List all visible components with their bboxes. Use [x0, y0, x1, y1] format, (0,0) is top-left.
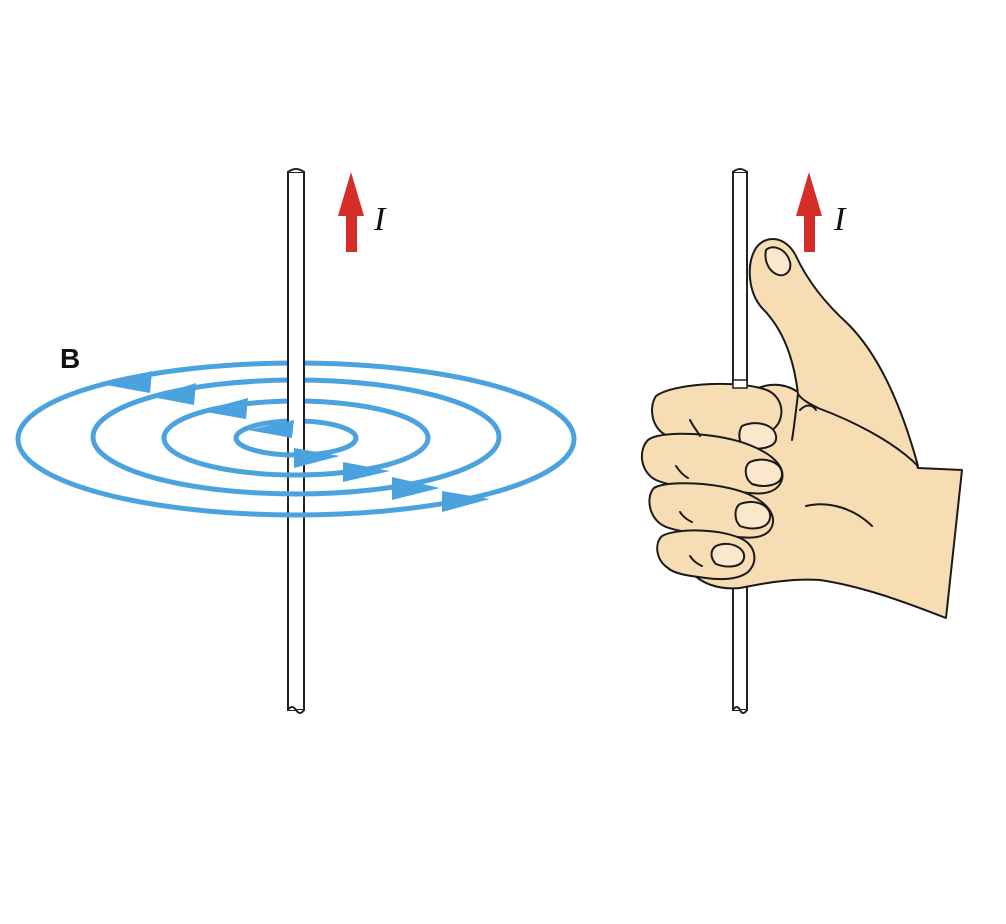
current-label: I [833, 201, 847, 238]
wire-left [287, 168, 305, 714]
wire-through-fist [732, 379, 748, 389]
left-panel: I B [15, 168, 577, 714]
field-direction-arrows [106, 371, 490, 512]
current-arrow-icon [338, 172, 364, 252]
arrowhead-icon [343, 462, 390, 482]
arrowhead-icon [106, 371, 152, 393]
arrowhead-icon [294, 448, 340, 468]
arrowhead-icon [248, 420, 294, 438]
arrowhead-icon [442, 491, 490, 512]
current-arrow-icon [796, 172, 822, 252]
arrowhead-icon [152, 383, 196, 405]
current-label: I [373, 201, 387, 238]
right-hand-icon [640, 238, 963, 619]
field-loops-front [15, 436, 577, 518]
field-label: B [60, 343, 80, 374]
arrowhead-icon [392, 477, 440, 500]
arrowhead-icon [200, 398, 248, 419]
right-panel: I [640, 168, 963, 714]
